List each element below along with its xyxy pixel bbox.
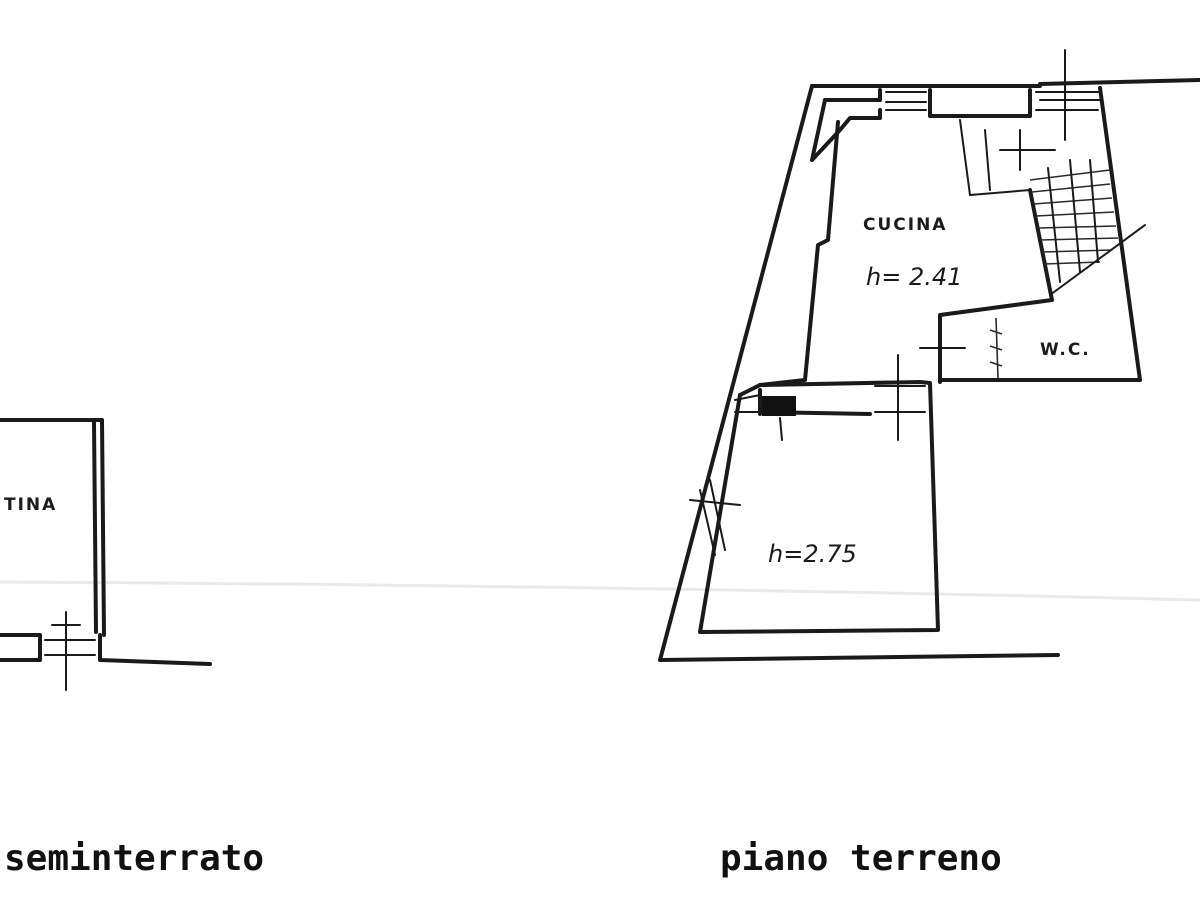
paper-fold-line (0, 580, 1200, 602)
ground-top-window (885, 91, 927, 111)
basement-door-symbol (44, 611, 96, 691)
ground-kitchen-left-wall (738, 120, 840, 397)
ground-kitchen-label: CUCINA (863, 215, 947, 235)
basement-bottom-wall-right (98, 633, 212, 666)
ground-lower-room-walls (698, 380, 940, 634)
ground-top-inner-wall (823, 88, 1032, 118)
ground-wc-label: W.C. (1040, 340, 1091, 360)
ground-wc-partition (989, 317, 1003, 379)
ground-top-window-2 (1035, 91, 1099, 111)
ground-top-outer-wall (810, 78, 1200, 88)
ground-floor-label: piano terreno (720, 838, 1002, 879)
ground-kitchen-height: h= 2.41 (866, 263, 962, 291)
ground-left-door-detail (734, 394, 783, 441)
ground-left-window (689, 479, 741, 556)
ground-room-height: h=2.75 (768, 540, 857, 568)
basement-inner-wall (92, 420, 98, 634)
ground-left-outer-wall (658, 84, 1060, 662)
ground-stairs-stringers (1047, 159, 1099, 283)
basement-room-label: TINA (4, 495, 57, 515)
basement-floor-label: seminterrato (4, 838, 264, 879)
ground-middle-door (874, 354, 926, 441)
ground-stair-landing-lines (959, 119, 1056, 197)
ground-stairs-arrow (1049, 224, 1146, 296)
basement-plan: TINA seminterrato (0, 418, 264, 879)
ground-chimney-block (762, 396, 796, 416)
ground-top-door-swing (1039, 49, 1101, 141)
ground-right-outer-wall (938, 86, 1142, 382)
ground-kitchen-top-left-corner (810, 98, 882, 162)
ground-wc-door (919, 329, 966, 373)
basement-outer-wall (0, 418, 106, 637)
basement-bottom-wall (0, 633, 42, 662)
ground-floor-plan: CUCINA h= 2.41 W.C. h=2.75 piano terreno (658, 49, 1200, 879)
